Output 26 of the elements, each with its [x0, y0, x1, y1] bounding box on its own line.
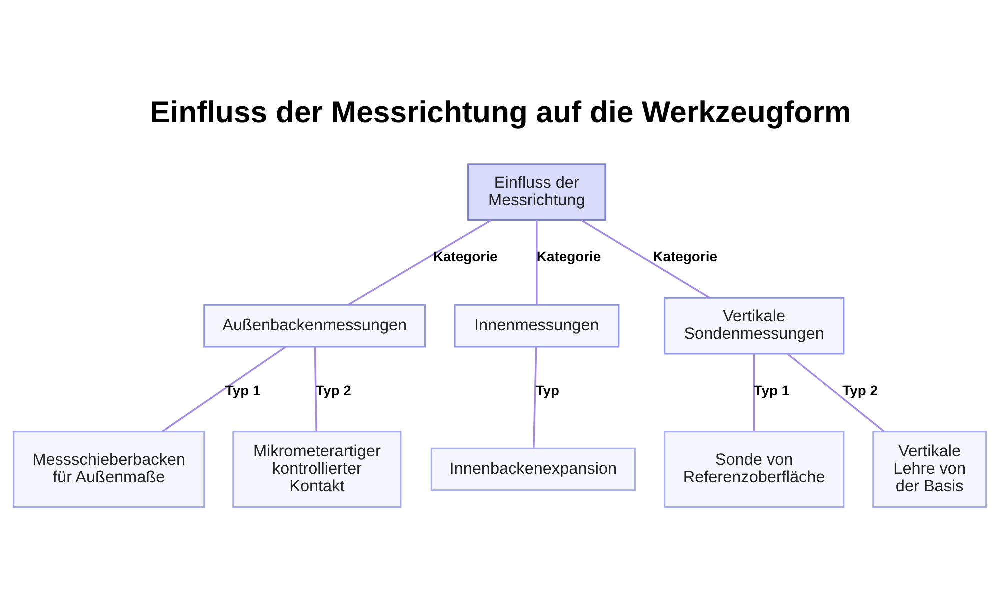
node-box: Vertikale Lehre von der Basis: [872, 430, 988, 508]
connector: [580, 219, 710, 298]
edge-label: Kategorie: [536, 248, 602, 264]
connector: [162, 346, 286, 432]
node-box: Sonde von Referenzoberfläche: [664, 430, 845, 508]
connector: [536, 220, 538, 304]
connector: [348, 219, 492, 306]
edge-label: Typ 2: [316, 382, 352, 398]
edge-label: Typ: [536, 382, 560, 398]
edge-label: Typ 1: [754, 382, 790, 398]
diagram-title: Einfluss der Messrichtung auf die Werkzeugform: [150, 96, 852, 129]
connector: [314, 346, 318, 432]
connector: [753, 354, 756, 431]
node-box: Messschieberbacken für Außenmaße: [12, 430, 206, 508]
connector: [787, 352, 885, 432]
node-box: Mikrometerartiger kontrollierter Kontakt: [232, 430, 402, 508]
edge-label: Kategorie: [433, 248, 498, 264]
connector: [533, 346, 538, 448]
node-box: Vertikale Sondenmessungen: [664, 296, 845, 354]
node-box: Innenbackenexpansion: [430, 447, 636, 491]
node-box: Außenbackenmessungen: [204, 304, 426, 348]
edge-label: Typ 1: [225, 382, 261, 398]
node-box: Innenmessungen: [454, 304, 620, 348]
edge-label: Kategorie: [653, 248, 718, 264]
edge-label: Typ 2: [842, 382, 878, 398]
node-box: Einfluss der Messrichtung: [468, 163, 606, 221]
